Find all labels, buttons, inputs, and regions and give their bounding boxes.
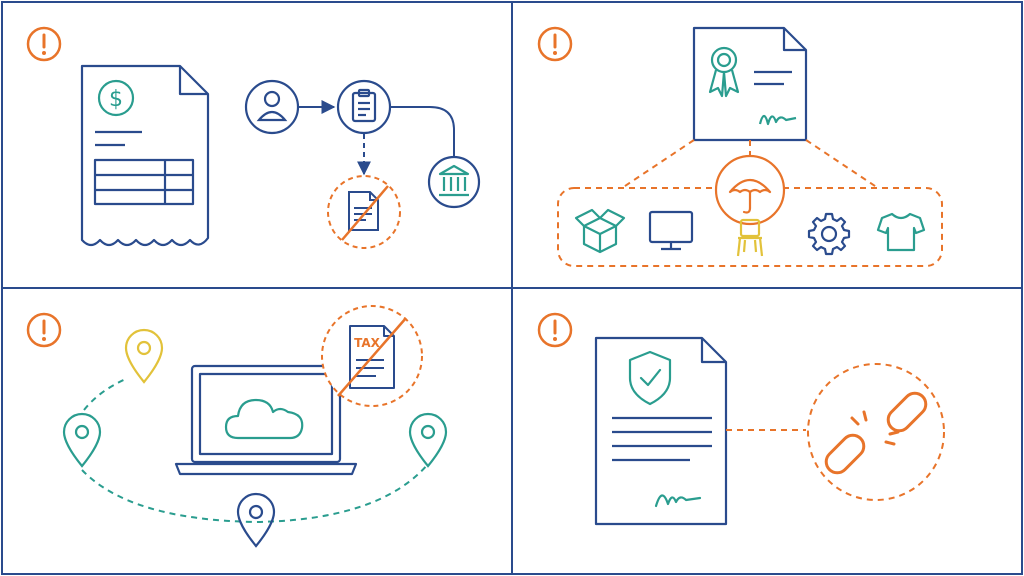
invoice-dollar-icon [80, 64, 210, 247]
bank-icon [427, 155, 481, 209]
location-pin-icon [124, 328, 164, 384]
location-pin-icon [408, 412, 448, 468]
panel-invoice-payment-flow: $ [26, 26, 481, 249]
gear-icon [807, 212, 851, 256]
chair-icon [736, 218, 764, 257]
panel-contract-broken-link [537, 312, 945, 526]
shield-document-icon [594, 336, 728, 526]
location-pin-icon [62, 412, 102, 468]
clipboard-icon [336, 79, 392, 135]
panel-certificate-insurance-coverage [537, 26, 943, 267]
exclamation-circle-icon [537, 26, 573, 62]
monitor-icon [648, 210, 694, 251]
crossed-tax-form-icon: TAX [321, 305, 423, 407]
dollar-circle-icon: $ [97, 79, 135, 117]
travel-path-left [83, 377, 129, 411]
location-pin-icon [236, 492, 276, 548]
crossed-document-icon [327, 175, 401, 249]
exclamation-circle-icon [537, 312, 573, 348]
certificate-ribbon-icon [692, 26, 808, 142]
panel-remote-work-tax: TAX [26, 305, 448, 548]
svg-text:$: $ [109, 87, 123, 112]
laptop-cloud-icon [174, 364, 358, 476]
user-icon [244, 79, 300, 135]
connector-to-bank [390, 106, 455, 158]
travel-path-bottom [81, 463, 429, 524]
exclamation-circle-icon [26, 312, 62, 348]
umbrella-icon [714, 154, 786, 226]
tax-label: TAX [354, 336, 381, 350]
exclamation-circle-icon [26, 26, 62, 62]
broken-link-icon [807, 363, 945, 501]
tshirt-icon [876, 212, 926, 252]
box-icon [574, 208, 626, 254]
